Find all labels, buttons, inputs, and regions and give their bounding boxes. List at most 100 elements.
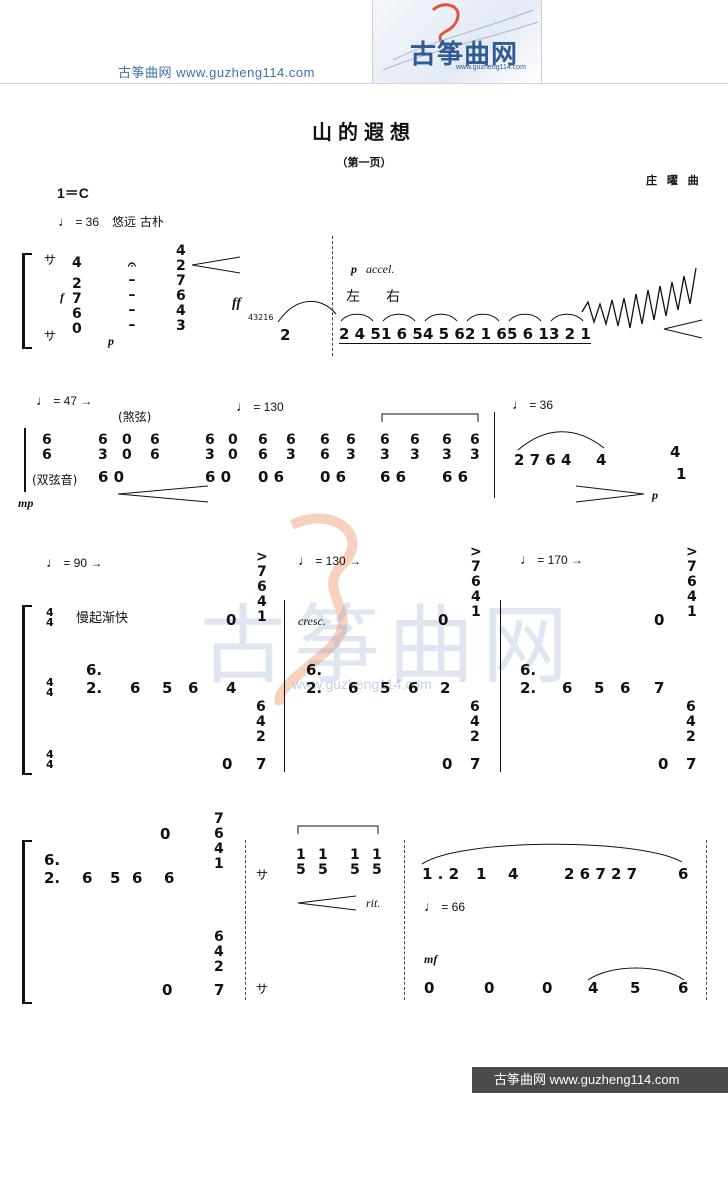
note: 6 <box>408 679 419 697</box>
free-meter-sign: サ <box>44 329 57 343</box>
footer-site-link[interactable]: 古筝曲网 www.guzheng114.com <box>472 1067 728 1093</box>
note: 6 <box>164 869 175 887</box>
note: 4 <box>508 865 519 883</box>
tempo-marking: ♩ = 36 <box>512 396 554 412</box>
decrescendo-hairpin-icon <box>575 485 645 503</box>
note: 4 <box>226 679 237 697</box>
rest: 0 <box>226 611 237 629</box>
header-site-link[interactable]: 古筝曲网 www.guzheng114.com <box>118 65 315 80</box>
crescendo-hairpin-icon <box>297 895 357 911</box>
barline <box>284 600 285 772</box>
tempo-marking: ♩ = 47 → <box>36 392 93 408</box>
tempo-marking: ♩ = 130 → <box>298 552 362 568</box>
slur-icon <box>517 431 605 451</box>
rest: 0 <box>658 755 669 773</box>
tempo-marking: ♩ = 90 → <box>46 554 103 570</box>
note: 4 <box>588 979 599 997</box>
slur-icon <box>587 967 685 981</box>
note: 5 <box>630 979 641 997</box>
rest: 0 <box>160 825 171 843</box>
note: 4 <box>670 443 681 461</box>
note: 5 <box>380 679 391 697</box>
note: 5 <box>110 869 121 887</box>
note-group-text: 4 5 6 <box>423 325 465 344</box>
staff-brace <box>22 605 32 775</box>
note-pair: 0 6 <box>258 468 285 486</box>
tempo-marking: ♩ = 170 → <box>520 551 584 567</box>
rest: 0 <box>442 755 453 773</box>
note: 5 <box>162 679 173 697</box>
note-group-text: 2 4 5 <box>339 325 381 344</box>
dashed-barline <box>332 236 333 356</box>
phrase: 2 6 7 2 7 <box>564 865 638 883</box>
dynamic-p: p <box>351 262 357 276</box>
watermark-text: 古筝曲网 <box>200 596 576 696</box>
left-hand-label: 左 <box>346 289 360 305</box>
rest: 0 <box>542 979 553 997</box>
rest: 0 <box>162 981 173 999</box>
note: 6. <box>306 661 323 679</box>
note: 6. <box>520 661 537 679</box>
slur-icon <box>382 313 416 322</box>
note-group-text: 2 1 6 <box>465 325 507 344</box>
barline <box>500 600 501 772</box>
tuplet-bracket-icon <box>297 825 379 834</box>
note: 4 <box>596 451 607 469</box>
slur-icon <box>421 843 683 865</box>
dashed-barline <box>404 840 405 1000</box>
note: 7 <box>214 981 225 999</box>
note: 1 <box>476 865 487 883</box>
rit-marking: rit. <box>366 896 381 910</box>
note: 6 <box>562 679 573 697</box>
free-meter-sign: サ <box>256 982 269 996</box>
rest: 0 <box>438 611 449 629</box>
dynamic-f: f <box>60 290 64 304</box>
note: 6. <box>44 851 61 869</box>
slur-icon <box>550 313 584 322</box>
logo-swirl-icon <box>382 3 539 71</box>
note: 7 <box>686 755 697 773</box>
note-pair: 6 6 <box>442 468 469 486</box>
staff-brace <box>22 253 32 349</box>
note: 2. <box>86 679 103 697</box>
tempo-marking: ♩ = 130 <box>236 398 284 414</box>
rest: 0 <box>484 979 495 997</box>
page-title: 山的遐想 <box>312 120 416 144</box>
note-pair: 6 0 <box>205 468 232 486</box>
note-group-text: 5 6 1 <box>507 325 549 344</box>
rest: 0 <box>424 979 435 997</box>
logo-url: www.guzheng114.com <box>456 64 526 71</box>
slur-icon <box>508 313 542 322</box>
note: 7 <box>256 755 267 773</box>
tempo-marking: ♩ = 36 <box>58 213 100 229</box>
note: 6 <box>82 869 93 887</box>
note: 7 <box>654 679 665 697</box>
logo-text: 古筝曲网 <box>410 40 519 70</box>
note-group: 5 6 1 <box>507 313 549 344</box>
note: 2. <box>44 869 61 887</box>
sha-string-label: (煞弦) <box>118 410 152 424</box>
note: 6 <box>188 679 199 697</box>
staff-bracket <box>24 428 26 492</box>
grace-notes: 43216 <box>248 313 274 322</box>
free-meter-sign: サ <box>256 868 269 882</box>
note: 6 <box>130 679 141 697</box>
dynamic-mf: mf <box>424 952 438 966</box>
dynamic-p: p <box>108 334 114 348</box>
